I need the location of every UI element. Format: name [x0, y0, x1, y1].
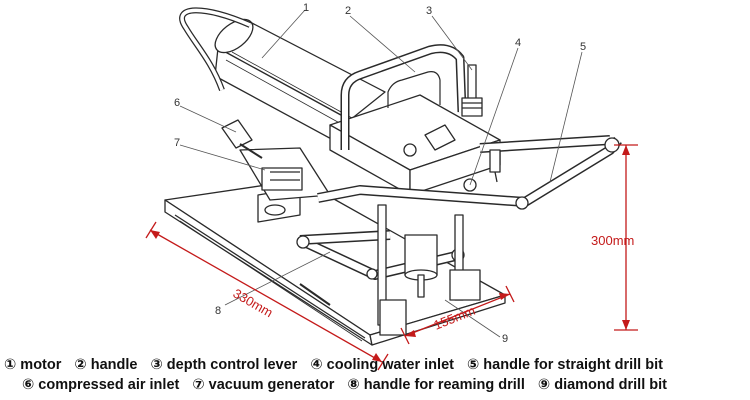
legend-cooling-water-inlet: ④ cooling water inlet	[310, 357, 454, 373]
callout-4: 4	[515, 37, 521, 49]
callout-1: 1	[303, 2, 309, 14]
legend-motor: ① motor	[4, 357, 62, 373]
legend-row-1: ① motor ② handle ③ depth control lever ④…	[4, 355, 750, 375]
callout-9: 9	[502, 333, 508, 345]
callout-7: 7	[174, 137, 180, 149]
legend-compressed-air-inlet: ⑥ compressed air inlet	[22, 377, 180, 393]
dimension-width	[400, 285, 515, 345]
legend-handle: ② handle	[74, 357, 138, 373]
legend-row-2: ⑥ compressed air inlet ⑦ vacuum generato…	[22, 375, 750, 395]
cooling-water-inlet	[489, 149, 501, 183]
legend-straight-drill-handle: ⑤ handle for straight drill bit	[467, 357, 663, 373]
dimension-length	[145, 221, 389, 371]
callout-5: 5	[580, 41, 586, 53]
depth-control-lever	[461, 64, 483, 117]
callout-3: 3	[426, 5, 432, 17]
dimension-lines	[145, 144, 638, 371]
diamond-drill-bit	[404, 234, 438, 298]
callout-6: 6	[174, 97, 180, 109]
legend-depth-control-lever: ③ depth control lever	[150, 357, 298, 373]
machine-drawing	[164, 7, 622, 346]
compressed-air-inlet	[221, 119, 263, 159]
dimension-height	[614, 144, 638, 331]
vacuum-generator	[239, 147, 331, 201]
carry-handle	[340, 44, 467, 150]
legend-reaming-drill-handle: ⑧ handle for reaming drill	[347, 377, 525, 393]
callout-8: 8	[215, 305, 221, 317]
callout-2: 2	[345, 5, 351, 17]
callout-numbers: 1 2 3 4 5 6 7 8 9	[174, 2, 586, 345]
legend-vacuum-generator: ⑦ vacuum generator	[192, 377, 335, 393]
guide-rods	[377, 204, 481, 336]
legend-diamond-drill-bit: ⑨ diamond drill bit	[537, 377, 667, 393]
straight-drill-handle	[317, 135, 622, 210]
dimension-height-label: 300mm	[591, 233, 634, 248]
callout-leaders	[179, 9, 583, 338]
